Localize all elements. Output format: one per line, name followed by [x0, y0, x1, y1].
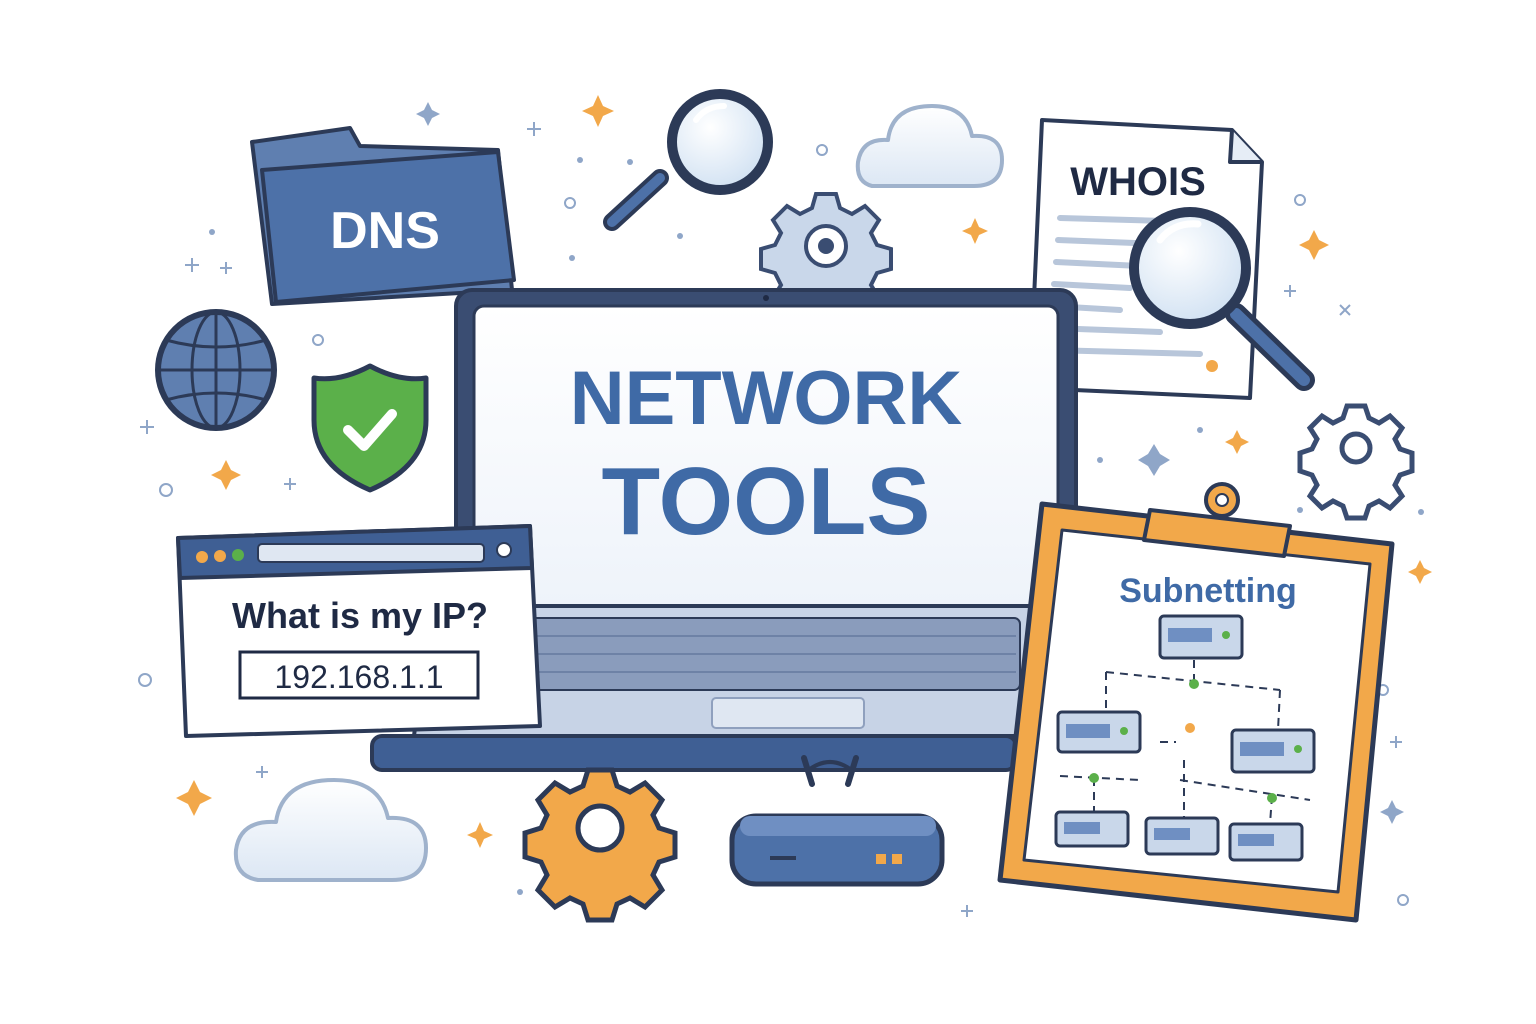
sparkle-icon — [962, 218, 988, 244]
sparkle-icon — [1225, 430, 1249, 454]
title-line-2: TOOLS — [602, 448, 931, 555]
sparkle-icon — [176, 780, 212, 816]
sparkle-icon — [1138, 444, 1170, 476]
sparkle-icon — [582, 95, 614, 127]
window-dot — [232, 549, 244, 561]
server-icon — [1144, 816, 1220, 856]
sparkle-icon — [211, 460, 241, 490]
touchpad — [711, 697, 865, 729]
title-line-1: NETWORK — [570, 356, 963, 441]
dns-folder-icon — [250, 126, 516, 306]
server-icon — [1158, 614, 1244, 660]
cloud-icon — [855, 104, 1004, 188]
window-dot — [214, 550, 226, 562]
server-icon — [1054, 810, 1130, 848]
server-icon — [1230, 728, 1316, 774]
sparkle-icon — [467, 822, 493, 848]
whois-label: WHOIS — [1070, 160, 1206, 204]
address-bar — [257, 543, 485, 563]
cloud-icon — [233, 778, 428, 882]
ip-address: 192.168.1.1 — [274, 659, 443, 695]
sparkle-icons — [138, 95, 1432, 917]
dns-label: DNS — [330, 202, 440, 260]
sparkle-icon — [1408, 560, 1432, 584]
laptop-icon — [370, 288, 1120, 772]
sparkle-icon — [1380, 800, 1404, 824]
subnetting-label: Subnetting — [1119, 572, 1297, 610]
window-dot — [196, 551, 208, 563]
gear-icon — [522, 767, 678, 923]
server-icons — [1054, 614, 1316, 862]
magnifier-icon — [1129, 207, 1315, 391]
server-icon — [1056, 710, 1142, 754]
sparkle-icon — [1299, 230, 1329, 260]
gear-icon — [1297, 403, 1415, 521]
ip-question: What is my IP? — [232, 595, 488, 636]
subnet-diagram — [1054, 614, 1316, 862]
router-icon — [729, 755, 945, 887]
ip-address-box — [238, 650, 480, 700]
sparkle-icon — [416, 102, 440, 126]
server-icon — [1228, 822, 1304, 862]
magnifier-icon — [603, 89, 773, 231]
globe-icon — [155, 309, 277, 431]
shield-check-icon — [311, 363, 429, 493]
